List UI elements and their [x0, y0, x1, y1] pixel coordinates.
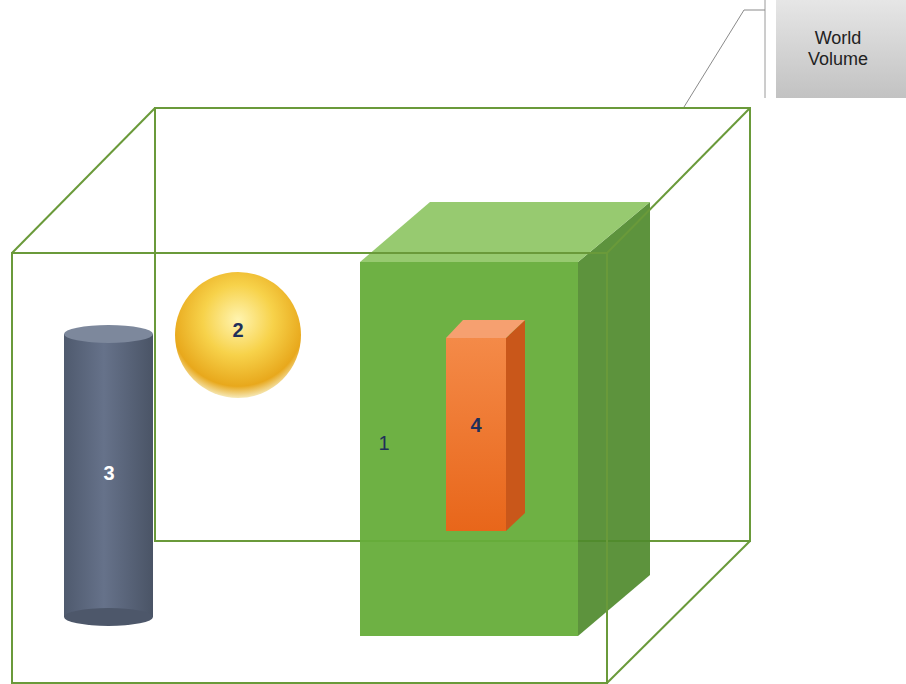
- orange-box: [446, 320, 525, 531]
- world-volume-outline: [12, 108, 750, 683]
- callout-text: World Volume: [783, 28, 893, 69]
- cylinder: [64, 325, 153, 626]
- cylinder-node: 3: [64, 325, 153, 626]
- callout-bar: [765, 0, 766, 98]
- sphere-node: 2: [175, 272, 301, 398]
- callout-number: 4: [470, 414, 481, 437]
- volume-box: 4: [446, 338, 506, 531]
- callout-number: 3: [103, 462, 114, 485]
- sphere: [175, 272, 301, 398]
- callout-number: 1: [378, 432, 389, 455]
- callout-box: World Volume: [776, 0, 906, 98]
- leader-line: [684, 10, 765, 107]
- callout-box: [776, 0, 906, 98]
- callout-number: 2: [232, 319, 243, 342]
- volume-box: 14: [360, 262, 578, 636]
